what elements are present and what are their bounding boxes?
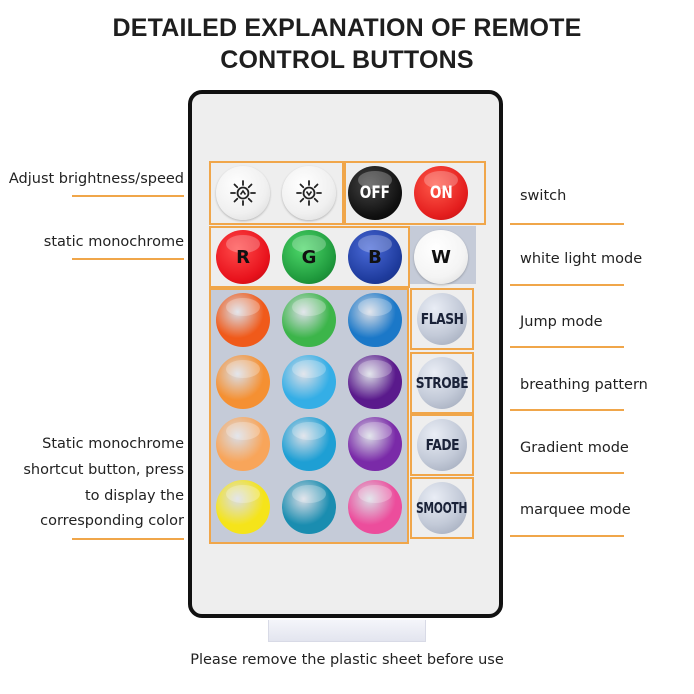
- color-button-r4-c1[interactable]: [216, 480, 270, 534]
- color-button-r2-c1[interactable]: [216, 355, 270, 409]
- strobe-frame: [410, 352, 474, 414]
- brightness-up-button[interactable]: [216, 166, 270, 220]
- label-shortcut-line-1: Static monochrome: [42, 436, 184, 452]
- color-button-r3-c1[interactable]: [216, 417, 270, 471]
- strobe-label: STROBE: [415, 374, 469, 392]
- off-button[interactable]: OFF: [348, 166, 402, 220]
- color-button-r3-c2[interactable]: [282, 417, 336, 471]
- sun-up-icon: [230, 180, 256, 206]
- fade-label: FADE: [425, 436, 459, 454]
- label-switch: switch: [520, 188, 567, 204]
- flash-button[interactable]: FLASH: [417, 293, 467, 345]
- footer-note: Please remove the plastic sheet before u…: [190, 652, 504, 668]
- color-button-r1-c1[interactable]: [216, 293, 270, 347]
- red-button[interactable]: R: [216, 230, 270, 284]
- on-label: ON: [429, 183, 453, 203]
- smooth-frame: [410, 477, 474, 539]
- grid-frame: [209, 288, 409, 544]
- strobe-button[interactable]: STROBE: [415, 357, 469, 409]
- leader-line-switch: [510, 223, 624, 225]
- color-button-r2-c2[interactable]: [282, 355, 336, 409]
- plastic-sheet: [268, 620, 426, 642]
- label-white-light: white light mode: [520, 251, 643, 267]
- leader-line-white: [510, 284, 624, 286]
- sun-down-icon: [296, 180, 322, 206]
- label-marquee: marquee mode: [520, 502, 631, 518]
- leader-line-shortcut: [72, 538, 184, 540]
- brightness-down-button[interactable]: [282, 166, 336, 220]
- off-label: OFF: [359, 183, 391, 203]
- leader-line-marquee: [510, 535, 624, 537]
- red-label: R: [236, 246, 250, 268]
- label-adjust-brightness: Adjust brightness/speed: [8, 171, 184, 187]
- label-shortcut-line-4: corresponding color: [40, 513, 184, 529]
- leader-line-gradient: [510, 472, 624, 474]
- color-button-r1-c3[interactable]: [348, 293, 402, 347]
- leader-line-static: [72, 258, 184, 260]
- label-static-monochrome: static monochrome: [43, 234, 184, 250]
- white-label: W: [431, 246, 451, 268]
- leader-line-brightness: [72, 195, 184, 197]
- blue-label: B: [368, 246, 382, 268]
- title-line-1: DETAILED EXPLANATION OF REMOTE: [112, 14, 582, 42]
- green-label: G: [301, 246, 317, 268]
- label-jump-mode: Jump mode: [520, 314, 603, 330]
- color-button-r3-c3[interactable]: [348, 417, 402, 471]
- flash-frame: [410, 288, 474, 350]
- leader-line-breathing: [510, 409, 624, 411]
- color-button-r4-c3[interactable]: [348, 480, 402, 534]
- color-button-r2-c3[interactable]: [348, 355, 402, 409]
- title-line-2: CONTROL BUTTONS: [220, 46, 474, 74]
- fade-frame: [410, 414, 474, 476]
- color-button-r1-c2[interactable]: [282, 293, 336, 347]
- smooth-label: SMOOTH: [416, 499, 468, 517]
- brightness-frame: [209, 161, 344, 225]
- blue-button[interactable]: B: [348, 230, 402, 284]
- color-button-r4-c2[interactable]: [282, 480, 336, 534]
- rgb-frame: [209, 226, 410, 288]
- white-button[interactable]: W: [414, 230, 468, 284]
- label-gradient: Gradient mode: [520, 440, 629, 456]
- green-button[interactable]: G: [282, 230, 336, 284]
- label-breathing: breathing pattern: [520, 377, 648, 393]
- smooth-button[interactable]: SMOOTH: [416, 482, 468, 534]
- fade-button[interactable]: FADE: [417, 419, 467, 471]
- switch-frame: [344, 161, 486, 225]
- page-title: DETAILED EXPLANATION OF REMOTE CONTROL B…: [0, 12, 694, 76]
- flash-label: FLASH: [420, 310, 464, 328]
- on-button[interactable]: ON: [414, 166, 468, 220]
- label-shortcut-line-3: to display the: [84, 488, 184, 504]
- label-shortcut-line-2: shortcut button, press: [23, 462, 184, 478]
- leader-line-jump: [510, 346, 624, 348]
